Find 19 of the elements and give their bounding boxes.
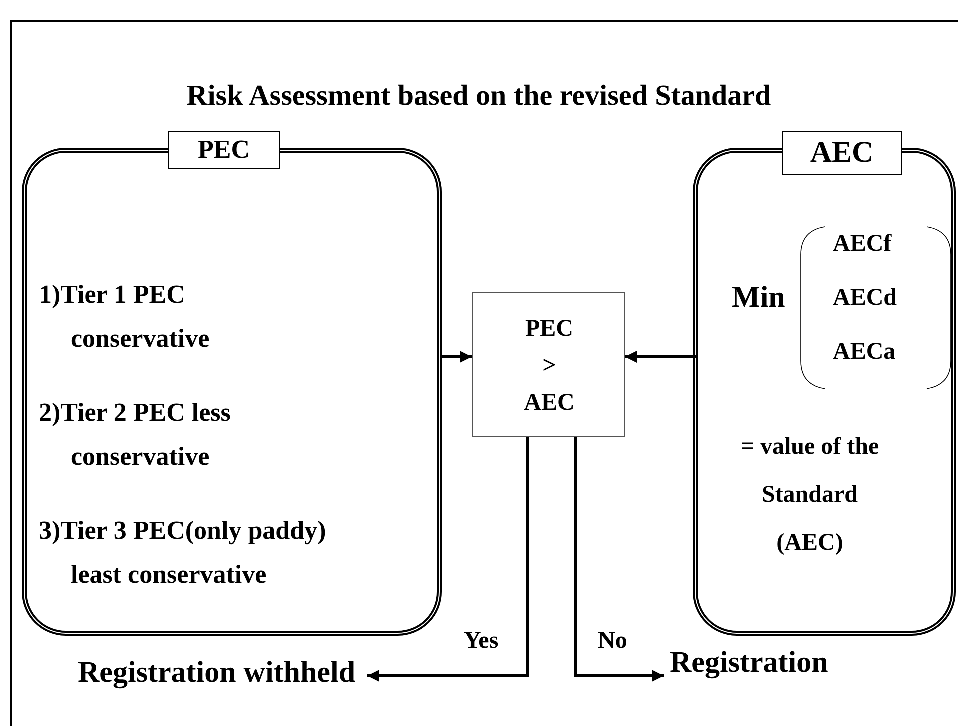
comparison-text: PEC > AEC: [523, 315, 576, 418]
standard-note: = value of the Standard (AEC): [740, 433, 880, 558]
aec-term: AECf: [833, 231, 892, 258]
decision-box: [472, 292, 625, 437]
arrow: [368, 437, 530, 682]
tier-item: 3)Tier 3 PEC(only paddy) least conservative: [39, 515, 328, 592]
aec-term: AECa: [833, 339, 896, 366]
panel-heading: AEC: [782, 131, 902, 175]
outcome-text: Registration withheld: [78, 656, 356, 690]
outcome-text: Registration: [670, 646, 828, 680]
aec-term: AECd: [833, 285, 898, 312]
diagram-title: Risk Assessment based on the revised Standard: [186, 80, 772, 113]
arrow: [625, 351, 696, 363]
arrow: [574, 437, 664, 682]
panel-heading: PEC: [168, 131, 280, 169]
min-label: Min: [732, 281, 786, 315]
arrow: [440, 351, 472, 363]
tier-item: 2)Tier 2 PEC less conservative: [39, 397, 232, 474]
tier-item: 1)Tier 1 PEC conservative: [39, 279, 211, 356]
